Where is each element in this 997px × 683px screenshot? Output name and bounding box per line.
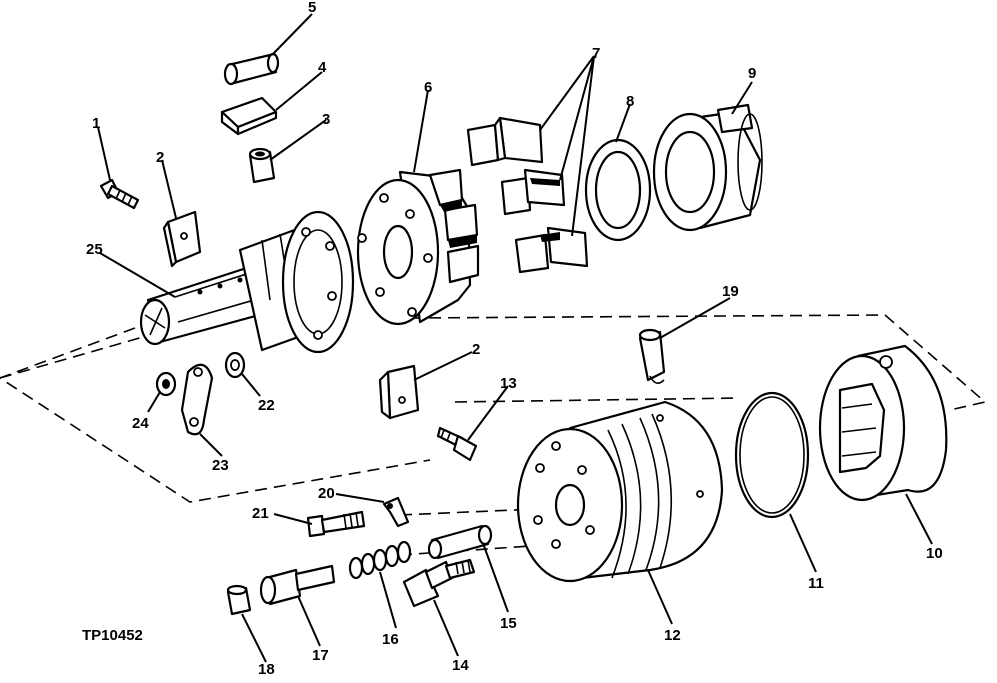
part-21-bolt: [306, 510, 366, 538]
figure-id: TP10452: [82, 627, 143, 644]
part-5-pin: [223, 52, 280, 86]
vane-lower: [514, 226, 589, 274]
part-13-screw: [436, 426, 478, 462]
callout-1: 1: [92, 115, 100, 132]
callout-15: 15: [500, 615, 517, 632]
callout-13: 13: [500, 375, 517, 392]
callout-labels: 5 4 3 1 2 25 6 7 8 9 19 2 13 22 24 23 20…: [82, 0, 943, 678]
vane-middle: [500, 168, 566, 216]
part-22-washer: [224, 351, 246, 379]
callout-21: 21: [252, 505, 269, 522]
callout-11: 11: [808, 575, 824, 592]
callout-16: 16: [382, 631, 399, 648]
callout-20: 20: [318, 485, 335, 502]
part-14-fitting: [402, 558, 476, 608]
part-12-valve-body: [516, 400, 724, 583]
callout-10: 10: [926, 545, 943, 562]
vane-upper: [466, 116, 544, 167]
part-4-key: [220, 96, 278, 136]
part-3-bushing: [248, 147, 276, 184]
part-2-clip-lower: [378, 364, 420, 420]
part-18-cap: [226, 584, 252, 616]
part-7-vanes: [466, 116, 589, 274]
callout-2-upper: 2: [156, 149, 164, 166]
part-16-spring: [348, 540, 412, 580]
callout-25: 25: [86, 241, 103, 258]
part-24-nut: [155, 371, 177, 397]
assembly-axis-lines: [0, 314, 987, 556]
callout-14: 14: [452, 657, 469, 674]
part-11-o-ring: [734, 391, 810, 519]
callout-7: 7: [592, 45, 600, 62]
part-1-screw: [99, 178, 140, 210]
callout-3: 3: [322, 111, 330, 128]
callout-4: 4: [318, 59, 327, 76]
callout-6: 6: [424, 79, 432, 96]
callout-22: 22: [258, 397, 275, 414]
part-23-link-arm: [180, 363, 214, 436]
callout-5: 5: [308, 0, 316, 16]
part-10-end-cap: [818, 344, 948, 502]
callout-19: 19: [722, 283, 739, 300]
part-2-clip-upper: [162, 210, 202, 268]
callout-18: 18: [258, 661, 275, 678]
callout-23: 23: [212, 457, 229, 474]
callout-17: 17: [312, 647, 329, 664]
leader-lines: [97, 13, 933, 663]
part-17-piston: [259, 564, 336, 606]
callout-8: 8: [626, 93, 634, 110]
part-6-rotor: [356, 168, 480, 326]
part-25-shaft: [139, 210, 355, 354]
part-19-plug: [638, 328, 666, 384]
callout-2-lower: 2: [472, 341, 480, 358]
part-8-ring: [584, 138, 652, 242]
callout-12: 12: [664, 627, 681, 644]
callout-9: 9: [748, 65, 756, 82]
part-20-spring-clip: [382, 496, 410, 528]
callout-24: 24: [132, 415, 149, 432]
part-15-spool: [427, 524, 493, 560]
part-9-cam-ring: [652, 103, 763, 232]
